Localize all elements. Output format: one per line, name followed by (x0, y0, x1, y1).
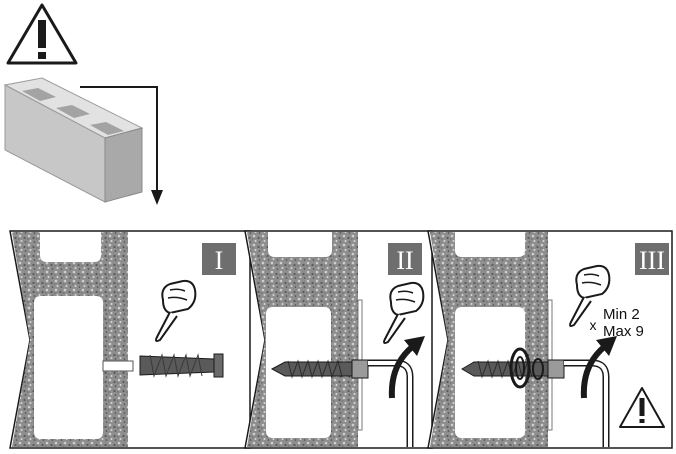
screw-icon (272, 360, 368, 378)
step-2-panel: II (245, 231, 432, 448)
min-turns-label: Min 2 (603, 306, 640, 323)
step-1-panel: I (10, 231, 250, 448)
warning-triangle-icon (8, 5, 76, 63)
drilled-hole (103, 361, 133, 371)
hollow-block-icon (5, 78, 142, 202)
step-3-panel: x Min 2 Max 9 III (428, 231, 672, 448)
step-3-numeral: III (639, 246, 665, 275)
step-2-numeral: II (396, 246, 413, 275)
max-turns-label: Max 9 (603, 323, 644, 340)
step-1-numeral: I (215, 246, 224, 275)
multiplier-sign: x (590, 317, 597, 333)
